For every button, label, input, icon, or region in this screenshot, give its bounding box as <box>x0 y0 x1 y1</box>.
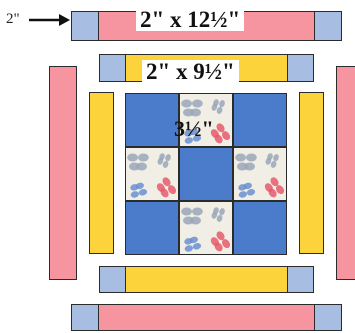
corner-square <box>71 11 99 41</box>
outer-strip-label: 2" x 12½" <box>136 8 245 31</box>
outer-strip-right <box>336 66 355 280</box>
inner-strip-label: 2" x 9½" <box>142 60 239 83</box>
outer-strip-bottom <box>71 304 342 331</box>
square-label: 3½" <box>174 116 214 141</box>
arrow-right-icon <box>29 14 70 26</box>
print-square <box>125 147 179 201</box>
nine-patch <box>125 93 287 255</box>
print-square <box>233 147 287 201</box>
butterfly-print-icon <box>181 99 231 144</box>
blue-square <box>125 93 179 147</box>
corner-square <box>71 304 99 331</box>
inner-strip-bottom <box>99 266 314 293</box>
blue-square <box>233 201 287 255</box>
butterfly-print-icon <box>181 207 231 252</box>
corner-square <box>99 266 126 293</box>
print-square <box>179 201 233 255</box>
corner-square <box>287 266 314 293</box>
butterfly-print-icon <box>235 153 285 198</box>
blue-square <box>233 93 287 147</box>
corner-square <box>287 54 314 82</box>
corner-square <box>99 54 126 82</box>
outer-strip-left <box>49 66 77 280</box>
corner-square <box>314 304 342 331</box>
butterfly-print-icon <box>127 153 177 198</box>
blue-square <box>125 201 179 255</box>
side-width-label: 2" <box>6 11 20 27</box>
inner-strip-left <box>89 92 114 254</box>
blue-square <box>179 147 233 201</box>
inner-strip-right <box>299 92 324 254</box>
corner-square <box>314 11 342 41</box>
print-square <box>179 93 233 147</box>
